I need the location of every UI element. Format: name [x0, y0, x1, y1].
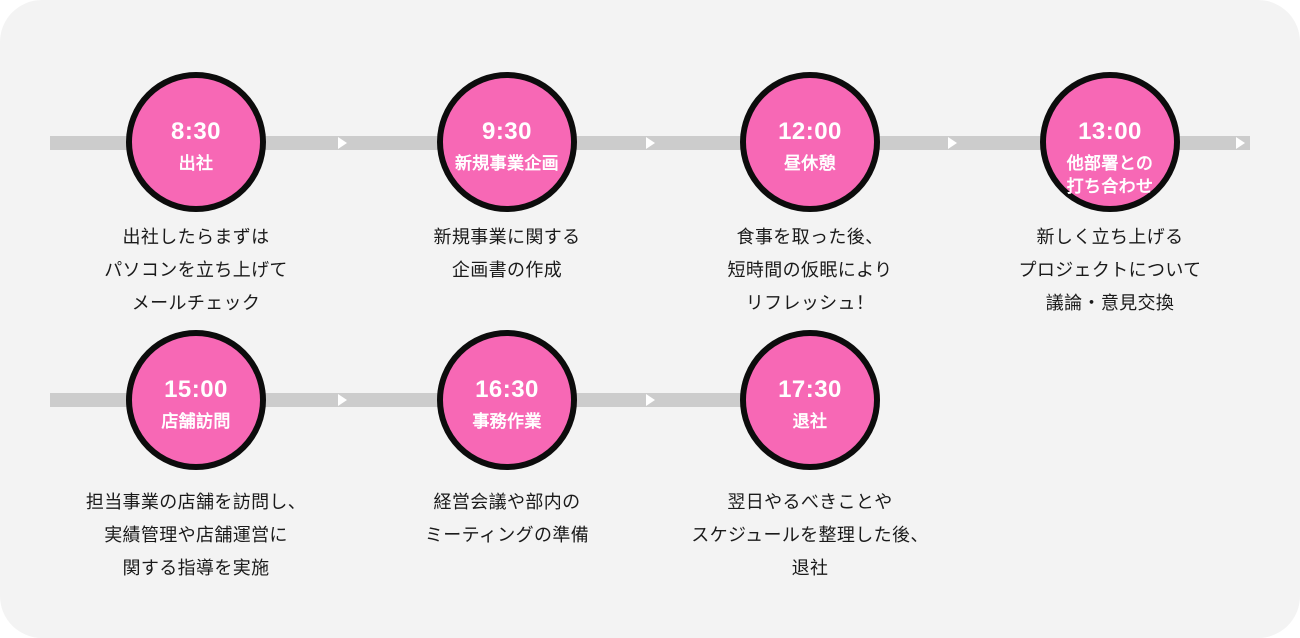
arrow-right-icon — [1236, 137, 1245, 149]
event-circle-1200: 12:00 昼休憩 — [740, 72, 880, 212]
event-circle-1300: 13:00 他部署との 打ち合わせ — [1040, 72, 1180, 212]
event-description: 新しく立ち上げる プロジェクトについて 議論・意見交換 — [970, 221, 1250, 320]
event-circle-1500: 15:00 店舗訪問 — [126, 330, 266, 470]
event-description-line: 翌日やるべきことや — [727, 492, 893, 512]
event-label: 店舗訪問 — [161, 410, 230, 433]
event-description-line: 議論・意見交換 — [1045, 293, 1175, 313]
event-circle-0830: 8:30 出社 — [126, 72, 266, 212]
event-circle-1630: 16:30 事務作業 — [437, 330, 577, 470]
event-label: 昼休憩 — [784, 152, 836, 175]
arrow-right-icon — [338, 394, 347, 406]
event-description-line: パソコンを立ち上げて — [104, 260, 288, 280]
arrow-right-icon — [646, 394, 655, 406]
event-description-line: 退社 — [791, 558, 829, 578]
event-time: 12:00 — [778, 118, 842, 145]
arrow-right-icon — [948, 137, 957, 149]
event-circle-1730: 17:30 退社 — [740, 330, 880, 470]
event-description-line: 食事を取った後、 — [736, 227, 884, 247]
event-description-line: リフレッシュ！ — [745, 293, 875, 313]
event-label-line: 出社 — [178, 154, 214, 173]
event-label-line: 打ち合わせ — [1066, 177, 1154, 196]
arrow-right-icon — [646, 137, 655, 149]
event-time: 15:00 — [164, 376, 228, 403]
event-label-line: 退社 — [792, 412, 828, 431]
event-time: 13:00 — [1078, 118, 1142, 145]
event-description-line: スケジュールを整理した後、 — [691, 525, 929, 545]
event-description: 食事を取った後、 短時間の仮眠により リフレッシュ！ — [670, 221, 950, 320]
event-label: 出社 — [179, 152, 214, 175]
event-label-line: 昼休憩 — [783, 154, 836, 173]
event-description-line: 担当事業の店舗を訪問し、 — [85, 492, 307, 512]
event-description-line: 新しく立ち上げる — [1036, 227, 1184, 247]
event-description-line: 実績管理や店舗運営に — [104, 525, 288, 545]
arrow-right-icon — [338, 137, 347, 149]
event-label-line: 他部署との — [1066, 154, 1154, 173]
event-label: 他部署との 打ち合わせ — [1067, 152, 1154, 198]
event-description: 翌日やるべきことや スケジュールを整理した後、 退社 — [670, 486, 950, 585]
event-circle-0930: 9:30 新規事業企画 — [437, 72, 577, 212]
event-description-line: ミーティングの準備 — [424, 525, 590, 545]
event-description-line: 企画書の作成 — [451, 260, 563, 280]
event-description: 新規事業に関する 企画書の作成 — [367, 221, 647, 287]
event-description-line: メールチェック — [131, 293, 261, 313]
event-description-line: 出社したらまずは — [122, 227, 270, 247]
event-label-line: 店舗訪問 — [161, 412, 231, 431]
event-description: 出社したらまずは パソコンを立ち上げて メールチェック — [56, 221, 336, 320]
event-description: 経営会議や部内の ミーティングの準備 — [367, 486, 647, 552]
event-description: 担当事業の店舗を訪問し、 実績管理や店舗運営に 関する指導を実施 — [56, 486, 336, 585]
event-label: 新規事業企画 — [455, 152, 559, 175]
event-description-line: 短時間の仮眠により — [727, 260, 893, 280]
event-time: 9:30 — [482, 118, 532, 145]
event-description-line: 新規事業に関する — [433, 227, 581, 247]
event-description-line: プロジェクトについて — [1018, 260, 1202, 280]
event-label: 退社 — [793, 410, 828, 433]
event-label-line: 事務作業 — [472, 412, 542, 431]
event-label: 事務作業 — [472, 410, 541, 433]
event-description-line: 関する指導を実施 — [122, 558, 270, 578]
event-label-line: 新規事業企画 — [454, 154, 560, 173]
event-description-line: 経営会議や部内の — [433, 492, 581, 512]
event-time: 16:30 — [475, 376, 539, 403]
event-time: 8:30 — [171, 118, 221, 145]
event-time: 17:30 — [778, 376, 842, 403]
